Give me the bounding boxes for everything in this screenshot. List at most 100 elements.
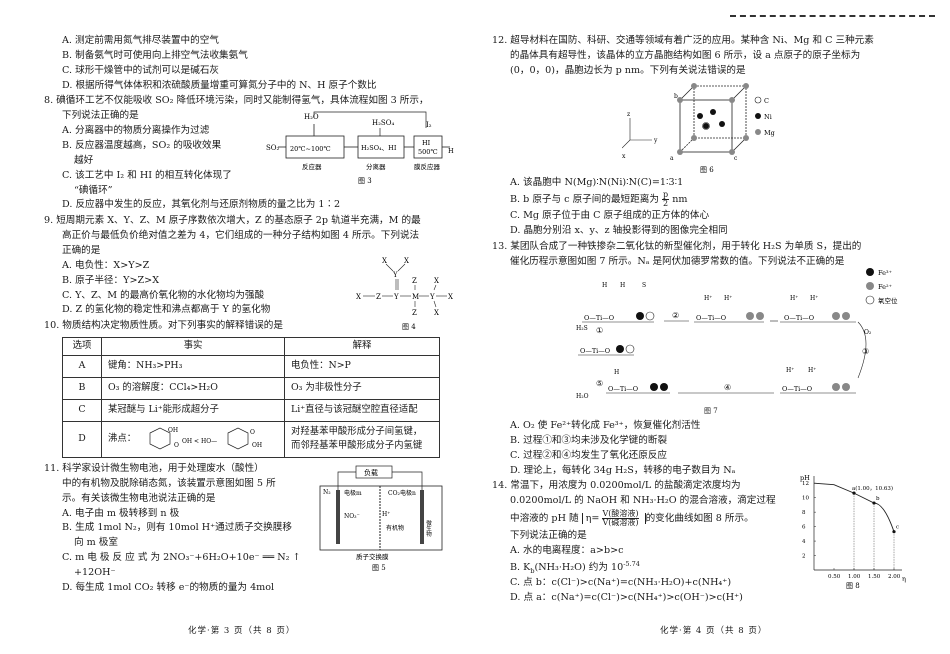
step-5-label: ⑤: [596, 379, 603, 388]
atom-z-bottom: Z: [412, 309, 417, 317]
q8-option-b-cont: 越好: [74, 154, 94, 166]
q8-option-b: B. 反应器温度越高，SO₂ 的吸收效果: [62, 140, 222, 152]
boiling-label: 沸点：: [108, 432, 137, 444]
q12-stem-3: (0，0，0)，晶胞边长为 p nm。下列有关说法错误的是: [510, 64, 746, 76]
figure-8-caption: 图 8: [846, 582, 860, 590]
legend-mg: Mg: [764, 129, 775, 137]
bond: [433, 284, 437, 291]
atom-y-center: Y: [393, 293, 399, 301]
table-row: D 沸点： OH O OH < HO— O OH 对羟基苯甲酸形成分子间氢键， …: [62, 420, 440, 458]
q12-stem: 12. 超导材料在国防、科研、交通等领域有着广泛的应用。某种含 Ni、Mg 和 …: [492, 35, 874, 46]
q11-option-b-cont: 向 m 极室: [74, 537, 118, 549]
figure-5-caption: 图 5: [372, 564, 386, 572]
cube-front: [679, 99, 733, 153]
y-tick-label: 10: [802, 496, 809, 502]
q8-stem-2: 下列说法正确的是: [62, 110, 139, 122]
figure-7-mechanism: H H S O—Ti—O ② H⁺ H⁺ O—Ti—O H⁺ H⁺ O—Ti—O: [576, 282, 872, 400]
q11-option-c-cont: +12OH⁻: [74, 567, 116, 579]
explanation-line-2: 而邻羟基苯甲酸形成分子内氢键: [291, 440, 423, 452]
y-tick-label: 8: [802, 510, 806, 516]
atom-x-top-right: X: [434, 277, 439, 285]
page-footer-right: 化学·第 4 页（共 8 页）: [660, 626, 768, 636]
y-tick-label: 4: [802, 539, 806, 545]
x-tick-label: 1.50: [868, 574, 881, 580]
h-plus-label: H⁺: [382, 511, 390, 518]
x-tick-label: 0.50: [828, 574, 841, 580]
atom-z-left: Z: [376, 293, 381, 301]
q8-option-d: D. 反应器中发生的反应，其氧化剂与还原剂物质的量之比为 1∶2: [62, 199, 341, 211]
figure-7-legend: Fe³⁺ Fe²⁺ 氧空位: [865, 268, 898, 305]
mg-atom: [677, 149, 683, 155]
separator-content: H₂SO₄、HI: [361, 144, 397, 152]
eta-bracket: η= V(酸溶液) V(碱溶液): [581, 509, 646, 527]
mg-atom: [691, 83, 697, 89]
mg-atom: [729, 149, 735, 155]
q12-option-a: A. 该晶胞中 N(Mg)∶N(Ni)∶N(C)=1∶3∶1: [510, 177, 684, 188]
membrane-hi: HI: [422, 139, 431, 147]
q13-option-b: B. 过程①和③均未涉及化学键的断裂: [510, 434, 668, 446]
fe3-site: [636, 312, 644, 320]
header-dash-line: [730, 15, 935, 17]
q8-stem: 8. 碘循环工艺不仅能吸收 SO₂ 降低环境污染，同时又能制得氢气，具体流程如图…: [44, 95, 429, 107]
h-plus-label: H⁺: [786, 367, 794, 374]
chain-label: O—Ti—O: [580, 347, 610, 355]
table-cell: B: [62, 376, 102, 400]
h-plus-label: H⁺: [810, 295, 818, 302]
table-header: 选项: [62, 337, 102, 356]
point-c-label: c: [734, 155, 738, 162]
q11-stem-2: 中的有机物及脱除硝态氮，该装置示意图如图 5 所: [62, 477, 276, 489]
electrode-n-label: 电极n: [400, 489, 416, 497]
reactor-temp: 20℃~100℃: [290, 145, 331, 153]
q9-option-b: B. 原子半径：Y>Z>X: [62, 274, 160, 286]
vacancy-site: [625, 344, 635, 354]
q11-option-a: A. 电子由 m 极转移到 n 极: [62, 507, 180, 519]
fe3-site: [650, 383, 658, 391]
membrane-temp: 500℃: [418, 148, 438, 156]
cube-edge: [679, 137, 695, 153]
figure-4-caption: 图 4: [402, 323, 416, 331]
legend-ni: Ni: [764, 113, 772, 121]
chain-label: O—Ti—O: [782, 385, 812, 393]
atom-x-right: X: [448, 293, 453, 301]
q9-option-a: A. 电负性：X>Y>Z: [62, 259, 150, 271]
table-cell: A: [62, 354, 102, 378]
fe3-site: [660, 383, 668, 391]
atom-x-bottom-right: X: [434, 309, 439, 317]
table-cell: C: [62, 398, 102, 422]
step-middle-left: O—Ti—O: [578, 344, 635, 356]
recycle-line: [313, 111, 427, 128]
fe2-site: [832, 312, 840, 320]
data-label: b: [876, 496, 880, 502]
q12-option-b: B. b 原子与 c 原子间的最短距离为 p 2 nm: [492, 190, 912, 209]
chain-label: O—Ti—O: [584, 314, 614, 322]
table-row: A 键角：NH₃>PH₃ 电负性：N>P: [62, 354, 440, 378]
step-top-right: H⁺ H⁺ O—Ti—O: [780, 295, 856, 323]
load-label: 负载: [364, 468, 378, 477]
cube-back: [693, 85, 747, 139]
s-label: S: [642, 282, 646, 289]
right-column: 12. 超导材料在国防、科研、交通等领域有着广泛的应用。某种含 Ni、Mg 和 …: [492, 0, 912, 654]
q11-stem-3: 示。有关该微生物电池说法正确的是: [62, 492, 216, 504]
table-row: C 某冠醚与 Li⁺能形成超分子 Li⁺直径与该冠醚空腔直径适配: [62, 398, 440, 422]
figure-6-caption: 图 6: [700, 166, 714, 174]
cube-edge: [731, 85, 747, 101]
table-cell: 对羟基苯甲酸形成分子间氢键， 而邻羟基苯甲酸形成分子内氢键: [284, 420, 440, 458]
table-cell: 键角：NH₃>PH₃: [101, 354, 285, 378]
h-plus-label: H⁺: [790, 295, 798, 302]
q13-option-a: A. O₂ 使 Fe²⁺转化成 Fe³⁺，恢复催化剂活性: [510, 420, 701, 431]
q9-option-c: C. Y、Z、M 的最高价氧化物的水化物均为强酸: [62, 289, 265, 301]
step-4-label: ④: [724, 383, 731, 392]
n2-label: N₂: [323, 489, 331, 496]
h2s-label: H₂S: [576, 325, 588, 332]
h-label: H: [614, 369, 619, 376]
figure-3-flow: H₂O I₂ H₂SO₄ 20℃~100℃ H₂SO₄、HI HI 500℃ S…: [266, 111, 454, 185]
legend-fe2-icon: [866, 282, 874, 290]
atom-m: M: [412, 293, 419, 301]
arrow-step-3: [857, 321, 867, 379]
y-axis-label: y: [653, 137, 658, 144]
step-top-middle: H⁺ H⁺ O—Ti—O: [694, 295, 764, 323]
q11-option-c: C. m 电 极 反 应 式 为 2NO₃⁻+6H₂O+10e⁻ ══ N₂ ↑: [62, 552, 301, 564]
q14-stem-3a: 中溶液的 pH 随: [510, 513, 579, 525]
label-so2: SO₂: [266, 144, 280, 152]
